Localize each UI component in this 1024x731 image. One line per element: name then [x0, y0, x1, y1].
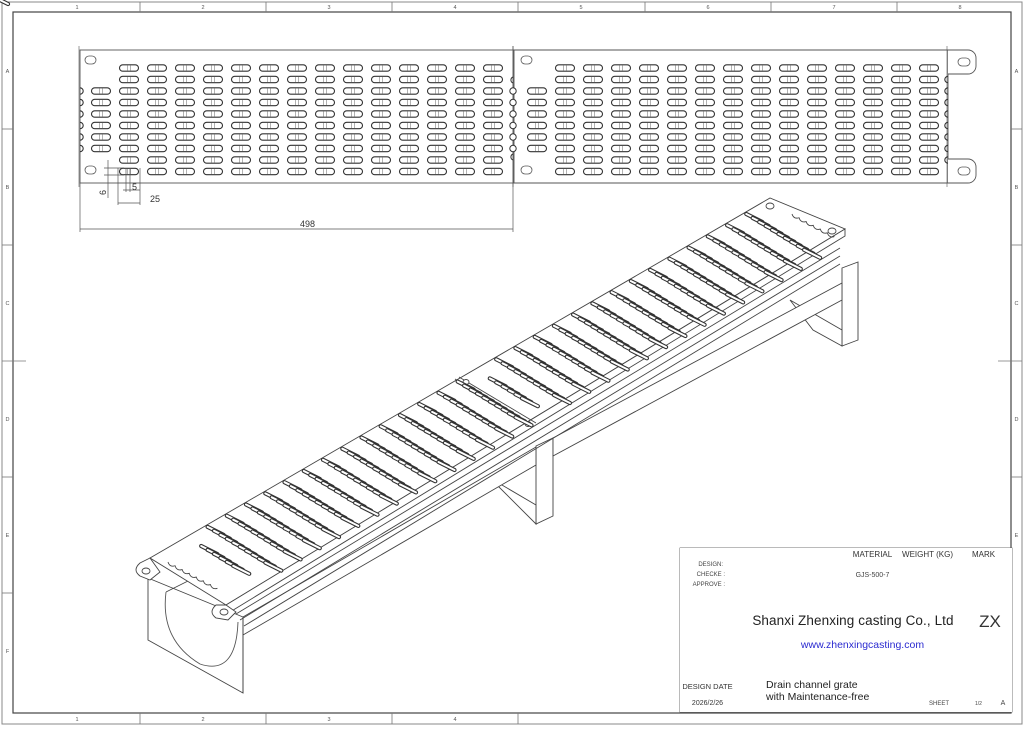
svg-text:3: 3 [327, 717, 330, 723]
dim-slot-gap: 5 [132, 182, 137, 192]
part-description-line1: Drain channel grate [766, 679, 858, 691]
svg-text:5: 5 [579, 5, 582, 11]
svg-text:4: 4 [453, 717, 456, 723]
dim-slot-height: 6 [98, 190, 108, 195]
title-block: MATERIAL WEIGHT (KG) MARK DESIGN: CHECKE… [680, 548, 1012, 712]
revision-letter: A [1000, 700, 1006, 707]
dimension-annotations [79, 160, 514, 232]
svg-text:D: D [6, 417, 10, 423]
company-name: Shanxi Zhenxing casting Co., Ltd [752, 612, 954, 628]
svg-text:C: C [1015, 301, 1019, 307]
svg-text:B: B [1015, 185, 1019, 191]
svg-text:4: 4 [453, 5, 456, 11]
svg-text:1: 1 [75, 717, 78, 723]
svg-text:C: C [6, 301, 10, 307]
svg-text:A: A [1015, 69, 1019, 75]
svg-text:E: E [6, 533, 10, 539]
svg-text:6: 6 [706, 5, 709, 11]
svg-text:2: 2 [201, 717, 204, 723]
svg-text:E: E [1015, 533, 1019, 539]
inner-frame [12, 11, 1012, 714]
svg-text:1: 1 [75, 5, 78, 11]
svg-text:8: 8 [958, 5, 961, 11]
svg-text:B: B [6, 185, 10, 191]
weight-header: WEIGHT (KG) [902, 549, 953, 559]
svg-text:D: D [1015, 417, 1019, 423]
company-website-link[interactable]: www.zhenxingcasting.com [800, 639, 925, 651]
part-description-line2: with Maintenance-free [766, 691, 870, 703]
check-role-label: CHECKE : [696, 572, 725, 578]
top-view-grate [78, 46, 977, 187]
dim-slot-pitch: 25 [150, 194, 160, 204]
sheet-label: SHEET [928, 700, 949, 707]
svg-text:F: F [6, 649, 10, 655]
approve-role-label: APPROVE : [692, 582, 725, 588]
material-header: MATERIAL [852, 549, 893, 559]
mark-value [955, 560, 1012, 590]
mark-header: MARK [971, 549, 996, 559]
logo-text: ZX [979, 612, 1001, 631]
svg-text:3: 3 [327, 5, 330, 11]
dim-overall-length: 498 [300, 219, 315, 229]
sheet-number: 1/2 [975, 700, 982, 707]
part-description: Drain channel grate with Maintenance-fre… [766, 679, 906, 705]
column-labels-top [139, 2, 898, 12]
svg-text:2: 2 [201, 5, 204, 11]
isometric-slots [0, 0, 8, 4]
svg-text:A: A [6, 69, 10, 75]
design-date-label: DESIGN DATE [682, 682, 733, 691]
material-value: GJS-500-7 [855, 571, 890, 579]
design-role-label: DESIGN: [698, 562, 723, 568]
design-date-value: 2026/2/26 [691, 700, 724, 707]
svg-text:7: 7 [832, 5, 835, 11]
weight-value [900, 560, 955, 590]
